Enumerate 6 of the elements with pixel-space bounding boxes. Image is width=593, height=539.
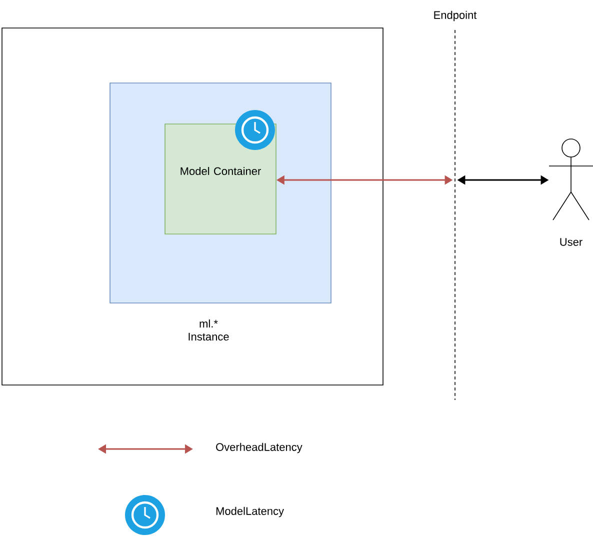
legend-text: OverheadLatency [216,442,302,454]
endpoint-line: Endpoint [434,10,477,400]
user-figure: User [548,138,593,246]
node-label: ml.* Instance [188,319,229,341]
legend-text: ModelLatency [216,506,284,518]
container-box: Model Container [164,124,276,234]
